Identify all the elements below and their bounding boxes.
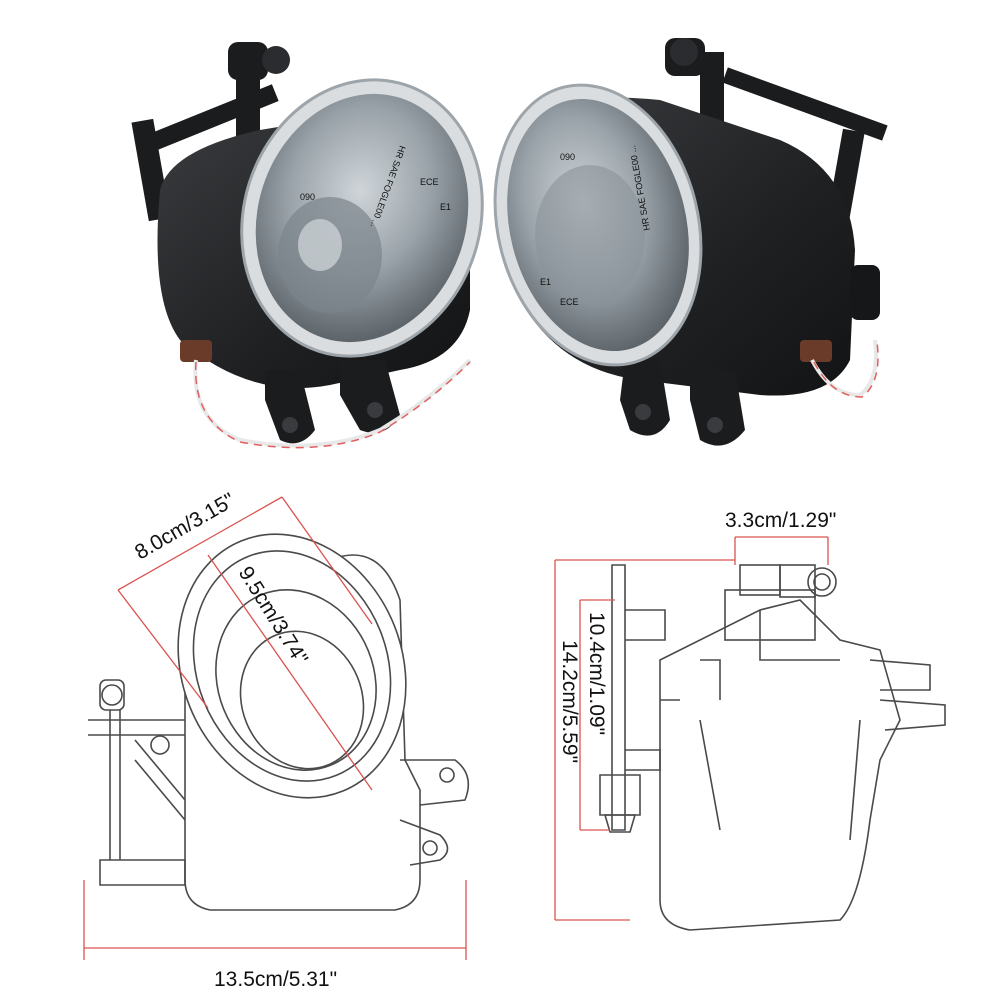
right-lamp-side-connector (850, 265, 880, 320)
front-view-drawing (88, 533, 470, 911)
left-lamp-marking: ECE (420, 177, 439, 187)
right-lamp-mount-tabs (620, 360, 745, 446)
connector-width-label: 3.3cm/1.29" (725, 509, 836, 532)
right-dimension-lines (554, 536, 829, 921)
right-lamp-marking: E1 (540, 277, 551, 287)
left-lamp-marking: E1 (440, 202, 451, 212)
width-label: 13.5cm/5.31" (214, 968, 337, 991)
body-height-label: 10.4cm/1.09" (585, 612, 608, 735)
total-height-label: 14.2cm/5.59" (558, 640, 581, 763)
left-dimension-lines (83, 496, 467, 960)
left-fog-lamp: HR SAE FOGLE00 ... 090 E1 ECE (131, 42, 484, 449)
right-lamp-projector (535, 165, 645, 305)
left-lamp-connector (180, 340, 212, 362)
right-lamp-connector (800, 340, 832, 362)
left-lamp-marking: 090 (300, 192, 315, 202)
side-view-drawing (599, 564, 946, 931)
right-lamp-marking: ECE (560, 297, 579, 307)
right-fog-lamp: HR SAE FOGLE00 ... 090 E1 ECE (493, 38, 888, 446)
left-lamp-wire (193, 358, 472, 448)
right-lamp-marking: 090 (560, 152, 575, 162)
left-lamp-mount-tabs (265, 360, 400, 444)
